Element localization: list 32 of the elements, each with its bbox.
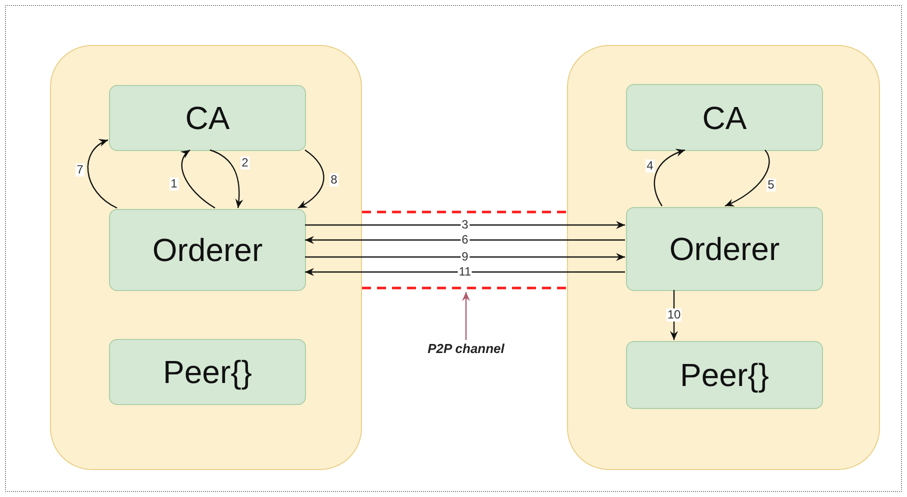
arrow	[305, 221, 625, 229]
edge-label: 9	[460, 250, 470, 264]
component-box: Orderer	[109, 209, 306, 291]
edge-label: 3	[460, 218, 470, 232]
component-box: Peer{}	[109, 339, 306, 405]
edge-label: 4	[646, 160, 654, 172]
component-box: CA	[626, 84, 823, 151]
arrow	[654, 149, 686, 206]
arrow	[305, 268, 625, 276]
arrow	[210, 149, 243, 208]
arrow	[305, 236, 625, 244]
component-box: Peer{}	[626, 341, 823, 409]
component-box: Orderer	[626, 207, 823, 291]
edge-label: 2	[240, 156, 250, 170]
arrow	[462, 292, 470, 340]
arrow	[670, 290, 678, 340]
arrow	[87, 139, 118, 209]
edge-label: 5	[766, 178, 776, 192]
edge-label: 11	[458, 266, 472, 278]
edge-label: 1	[170, 178, 178, 190]
container-panel	[50, 45, 362, 470]
component-box: CA	[109, 85, 306, 151]
arrow	[180, 150, 216, 208]
container-panel	[567, 45, 880, 470]
edge-label: 7	[76, 164, 84, 176]
channel-label: P2P channel	[426, 340, 506, 376]
arrow	[305, 253, 625, 261]
arrow	[724, 150, 770, 207]
edge-label: 8	[330, 174, 338, 186]
arrow	[298, 150, 324, 209]
edge-label: 10	[666, 308, 682, 322]
edge-label: 6	[460, 234, 470, 246]
